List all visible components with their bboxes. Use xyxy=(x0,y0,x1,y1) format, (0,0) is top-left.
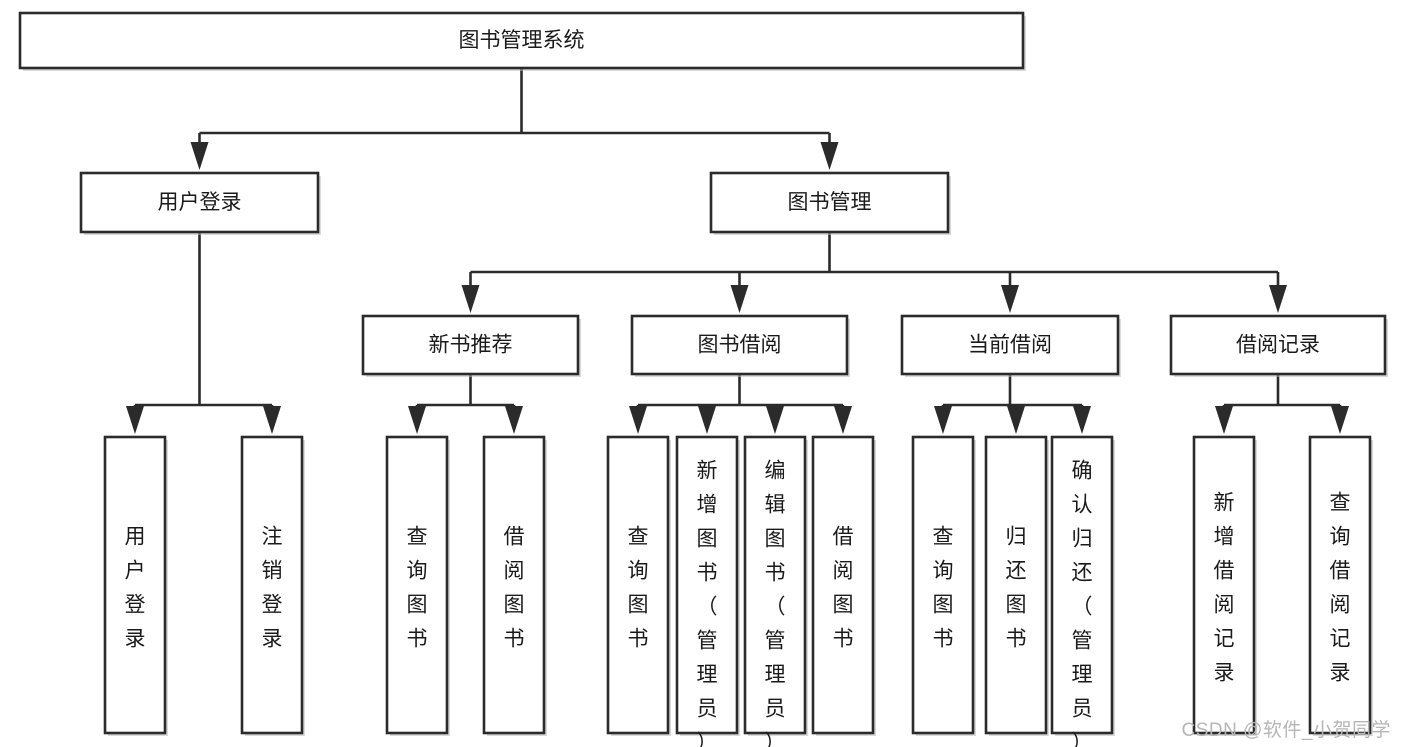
arrow-head-icon xyxy=(629,406,647,434)
node-label: 图书管理系统 xyxy=(459,29,585,52)
node-current-borrow[interactable]: 当前借阅 xyxy=(900,314,1121,377)
node-label: 当前借阅 xyxy=(968,334,1052,357)
node-label: 查询图书 xyxy=(933,526,954,651)
node-label: 查询图书 xyxy=(628,526,649,651)
arrow-head-icon xyxy=(1331,406,1349,434)
node-label: 用户登录 xyxy=(158,191,242,214)
arrow-head-icon xyxy=(820,142,839,170)
node-label: 新增图书（管理员） xyxy=(697,460,718,747)
node-label: 查询图书 xyxy=(407,526,428,651)
node-new-book-recommend[interactable]: 新书推荐 xyxy=(361,314,581,377)
arrow-head-icon xyxy=(1269,285,1287,313)
node-label: 新书推荐 xyxy=(429,334,513,357)
node-leaf-add-book[interactable]: 新增图书（管理员） xyxy=(675,435,740,747)
arrow-head-icon xyxy=(461,285,480,313)
node-leaf-query-record[interactable]: 查询借阅记录 xyxy=(1308,435,1373,736)
node-borrow-record[interactable]: 借阅记录 xyxy=(1169,314,1388,377)
node-label: 归还图书 xyxy=(1006,526,1027,651)
arrow-head-icon xyxy=(698,406,716,434)
arrow-head-icon xyxy=(1007,406,1025,434)
node-label: 借阅图书 xyxy=(504,526,525,651)
node-label: 图书管理 xyxy=(788,191,872,214)
arrow-head-icon xyxy=(834,406,852,434)
node-label: 新增借阅记录 xyxy=(1214,492,1235,685)
node-label: 用户登录 xyxy=(125,526,146,651)
node-leaf-edit-book[interactable]: 编辑图书（管理员） xyxy=(743,435,808,747)
node-user-login[interactable]: 用户登录 xyxy=(79,171,321,235)
node-leaf-borrow-book-1[interactable]: 借阅图书 xyxy=(482,435,547,736)
arrow-head-icon xyxy=(766,406,784,434)
arrow-head-icon xyxy=(263,406,281,434)
node-leaf-return-book[interactable]: 归还图书 xyxy=(984,435,1049,736)
node-book-borrow[interactable]: 图书借阅 xyxy=(630,314,850,377)
node-label: 查询借阅记录 xyxy=(1330,492,1351,685)
node-label: 确认归还（管理员） xyxy=(1072,460,1093,747)
node-leaf-user-logout[interactable]: 注销登录 xyxy=(240,435,305,736)
csdn-watermark: CSDN @软件_小贺同学 xyxy=(1181,720,1391,741)
arrow-head-icon xyxy=(730,285,749,313)
node-leaf-query-book-1[interactable]: 查询图书 xyxy=(385,435,450,736)
arrow-head-icon xyxy=(1001,285,1019,313)
arrow-head-icon xyxy=(934,406,952,434)
node-label: 图书借阅 xyxy=(698,334,782,357)
arrow-head-icon xyxy=(1073,406,1091,434)
node-label: 编辑图书（管理员） xyxy=(765,460,786,747)
node-label: 借阅记录 xyxy=(1236,334,1320,357)
arrow-head-icon xyxy=(126,406,144,434)
node-label: 注销登录 xyxy=(262,526,283,651)
node-leaf-query-book-2[interactable]: 查询图书 xyxy=(606,435,671,736)
arrow-head-icon xyxy=(190,142,209,170)
node-label: 借阅图书 xyxy=(833,526,854,651)
node-leaf-borrow-book-2[interactable]: 借阅图书 xyxy=(811,435,876,736)
node-leaf-query-book-3[interactable]: 查询图书 xyxy=(911,435,976,736)
arrow-head-icon xyxy=(505,406,523,434)
node-book-manage[interactable]: 图书管理 xyxy=(709,171,951,235)
arrow-head-icon xyxy=(408,406,426,434)
node-leaf-confirm-return[interactable]: 确认归还（管理员） xyxy=(1050,435,1115,747)
node-leaf-add-record[interactable]: 新增借阅记录 xyxy=(1192,435,1257,736)
node-leaf-user-login[interactable]: 用户登录 xyxy=(103,435,168,736)
arrow-head-icon xyxy=(1215,406,1233,434)
node-root-system[interactable]: 图书管理系统 xyxy=(18,11,1026,71)
